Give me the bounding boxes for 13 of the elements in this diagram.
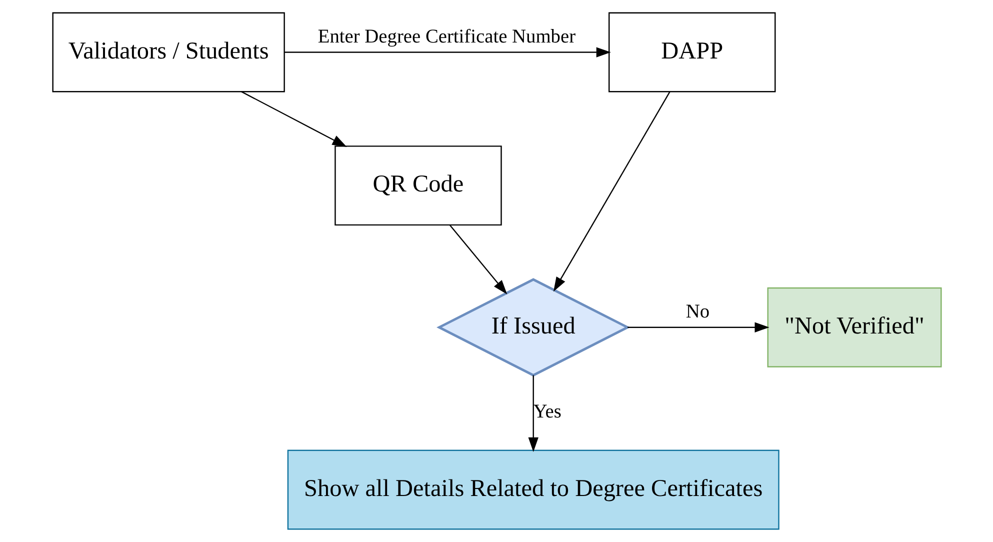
- edge-label: No: [685, 301, 710, 322]
- arrow: [240, 91, 346, 147]
- node-box: "Not Verified": [766, 287, 942, 368]
- arrow: [449, 224, 507, 294]
- node-box: Show all Details Related to Degree Certificates: [286, 450, 779, 530]
- arrow: [284, 47, 610, 58]
- node-box: DAPP: [608, 12, 776, 92]
- node-box: QR Code: [334, 146, 502, 226]
- arrow: [552, 92, 670, 292]
- arrow: [528, 375, 538, 452]
- arrow: [627, 322, 769, 332]
- node-box: Validators / Students: [52, 12, 284, 92]
- edge-label: Enter Degree Certificate Number: [317, 26, 576, 48]
